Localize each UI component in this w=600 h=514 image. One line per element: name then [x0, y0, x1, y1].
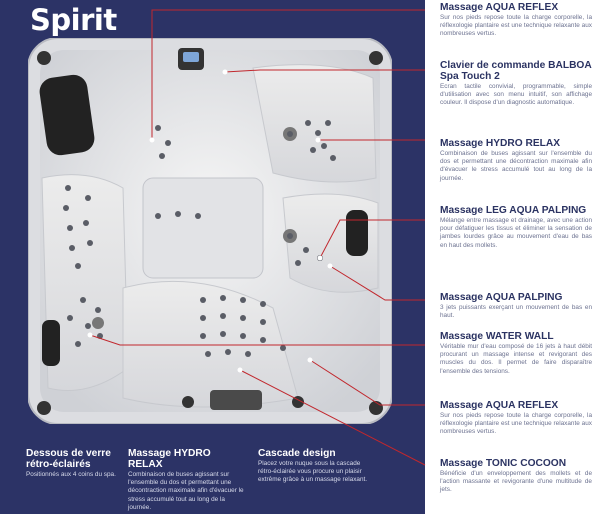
cascade	[210, 390, 262, 410]
cup-holder	[369, 51, 383, 65]
feature-tonic-cocoon: Massage TONIC COCOON Bénéficie d'un enve…	[440, 458, 592, 495]
feature-balboa-keypad: Clavier de commande BALBOA Spa Touch 2 E…	[440, 60, 592, 108]
feature-leg-aqua-palping: Massage LEG AQUA PALPING Mélange entre m…	[440, 205, 592, 250]
pillow-bottom-left	[42, 320, 60, 366]
feature-title: Massage LEG AQUA PALPING	[440, 205, 587, 216]
cup-holder	[37, 51, 51, 65]
feature-cascade: Cascade design Placez votre nuque sous l…	[258, 448, 376, 485]
feature-aqua-reflex-top: Massage AQUA REFLEX Sur nos pieds repose…	[440, 2, 592, 39]
feature-title: Massage TONIC COCOON	[440, 458, 567, 469]
feature-hydro-relax-bottom: Massage HYDRO RELAX Combinaison de buses…	[128, 448, 248, 512]
feature-title: Massage AQUA PALPING	[440, 292, 563, 303]
legend-panel	[425, 0, 600, 514]
cup-holder	[369, 401, 383, 415]
feature-title: Massage WATER WALL	[440, 331, 554, 342]
feature-cup-holders: Dessous de verre rétro-éclairés Position…	[26, 448, 116, 479]
pillow-top-left	[39, 74, 95, 156]
pillow-right	[346, 210, 368, 256]
spa-illustration	[28, 38, 392, 424]
feature-title: Dessous de verre rétro-éclairés	[26, 448, 111, 470]
feature-body: Sur nos pieds repose toute la charge cor…	[440, 412, 592, 436]
feature-body: Combinaison de buses agissant sur l'ense…	[440, 150, 592, 182]
cup-holder	[292, 396, 304, 408]
cup-holder	[37, 401, 51, 415]
feature-title: Cascade design	[258, 448, 336, 459]
feature-body: Placez votre nuque sous la cascade rétro…	[258, 460, 368, 484]
feature-body: Bénéficie d'un enveloppement des mollets…	[440, 470, 592, 494]
feature-water-wall: Massage WATER WALL Véritable mur d'eau c…	[440, 331, 592, 376]
feature-body: Combinaison de buses agissant sur l'ense…	[128, 471, 244, 511]
feature-body: Sur nos pieds repose toute la charge cor…	[440, 14, 592, 38]
footwell	[142, 177, 264, 279]
cup-holder	[182, 396, 194, 408]
right-seat-top	[252, 64, 377, 183]
feature-aqua-reflex-bottom: Massage AQUA REFLEX Sur nos pieds repose…	[440, 400, 592, 437]
feature-body: Positionnés aux 4 coins du spa.	[26, 471, 116, 478]
feature-body: 3 jets puissants exerçant un mouvement d…	[440, 304, 592, 320]
feature-aqua-palping: Massage AQUA PALPING 3 jets puissants ex…	[440, 292, 592, 320]
feature-title: Massage AQUA REFLEX	[440, 400, 559, 411]
feature-body: Véritable mur d'eau composé de 16 jets à…	[440, 343, 592, 375]
feature-title: Clavier de commande BALBOA Spa Touch 2	[440, 60, 592, 82]
feature-body: Ecran tactile convivial, programmable, s…	[440, 83, 592, 107]
feature-title: Massage HYDRO RELAX	[128, 448, 211, 470]
feature-hydro-relax-right: Massage HYDRO RELAX Combinaison de buses…	[440, 138, 592, 183]
feature-title: Massage HYDRO RELAX	[440, 138, 561, 149]
feature-body: Mélange entre massage et drainage, avec …	[440, 217, 592, 249]
page-title: Spirit	[30, 3, 117, 37]
feature-title: Massage AQUA REFLEX	[440, 2, 559, 13]
